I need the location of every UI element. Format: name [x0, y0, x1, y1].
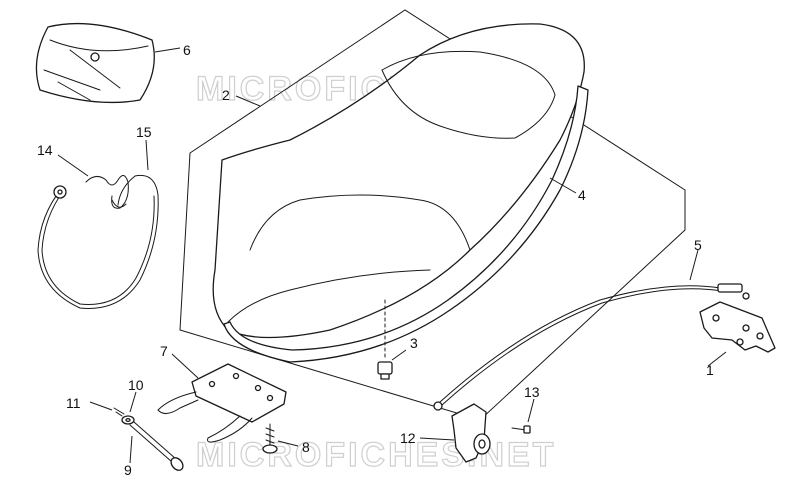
callout-2: 2 [222, 87, 230, 103]
lock-latch-part-1 [699, 301, 776, 353]
screw-part-8 [262, 423, 278, 454]
leader-lines [57, 47, 727, 464]
seat-base-part-4 [223, 85, 589, 363]
screw-part-13 [511, 425, 531, 434]
hinge-bracket-part-7 [157, 363, 287, 443]
washer-part-10 [121, 415, 135, 425]
lock-body-part-12 [451, 403, 491, 463]
callout-6: 6 [183, 42, 191, 58]
callout-7: 7 [160, 343, 168, 359]
spring-clip-part-14 [85, 175, 129, 209]
callout-1: 1 [706, 362, 714, 378]
callout-11: 11 [66, 395, 81, 411]
rubber-buffer-part-3 [377, 299, 393, 380]
callout-9: 9 [124, 462, 132, 478]
callout-5: 5 [694, 237, 702, 253]
watermark-bottom: MICROFICHES.NET [196, 436, 556, 474]
callout-14: 14 [37, 142, 53, 158]
callout-13: 13 [524, 384, 540, 400]
assembly-frame [179, 9, 686, 421]
callout-4: 4 [578, 187, 586, 203]
callout-3: 3 [410, 335, 418, 351]
release-cable-part-5 [433, 283, 750, 411]
callout-8: 8 [302, 439, 310, 455]
seat-cushion-part-2 [212, 23, 585, 339]
hinge-pin-part-9 [129, 421, 184, 471]
split-pin-part-11 [113, 407, 125, 417]
seat-cover-part-6 [35, 22, 155, 104]
callout-12: 12 [400, 430, 416, 446]
callout-15: 15 [136, 124, 152, 140]
callout-10: 10 [128, 377, 144, 393]
helmet-cable-part-15 [37, 174, 159, 309]
